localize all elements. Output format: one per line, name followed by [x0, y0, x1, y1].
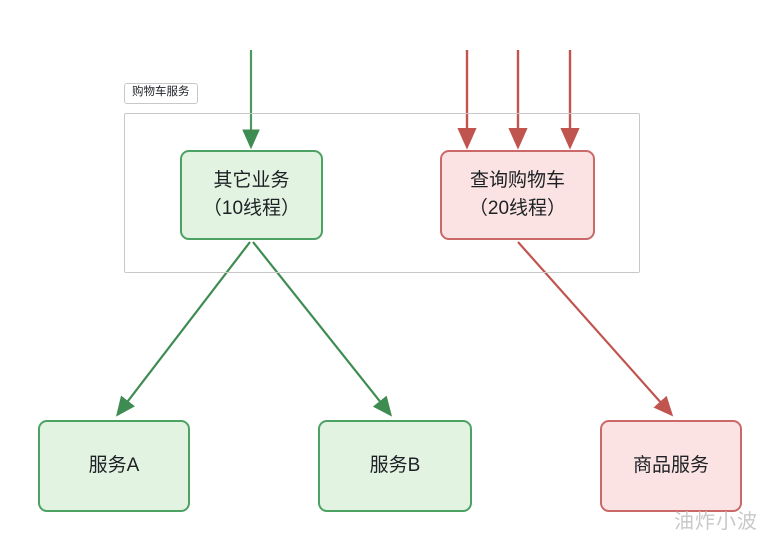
node-service-b[interactable]: 服务B — [318, 420, 472, 512]
node-query-cart[interactable]: 查询购物车 （20线程） — [440, 150, 595, 240]
node-other-business-line1: 其它业务 — [213, 170, 290, 192]
node-goods-service[interactable]: 商品服务 — [600, 420, 742, 512]
node-goods-service-label: 商品服务 — [632, 455, 709, 477]
node-query-cart-line2: （20线程） — [468, 198, 567, 219]
node-query-cart-line1: 查询购物车 — [469, 170, 565, 192]
node-other-business-line2: （10线程） — [202, 198, 301, 219]
cart-service-group-label: 购物车服务 — [124, 83, 198, 104]
node-service-a[interactable]: 服务A — [38, 420, 190, 512]
cart-service-group-box — [124, 113, 640, 273]
node-service-a-label: 服务A — [88, 455, 140, 477]
watermark-text: 油炸小波 — [674, 511, 758, 533]
node-service-b-label: 服务B — [369, 455, 421, 477]
node-other-business[interactable]: 其它业务 （10线程） — [180, 150, 323, 240]
